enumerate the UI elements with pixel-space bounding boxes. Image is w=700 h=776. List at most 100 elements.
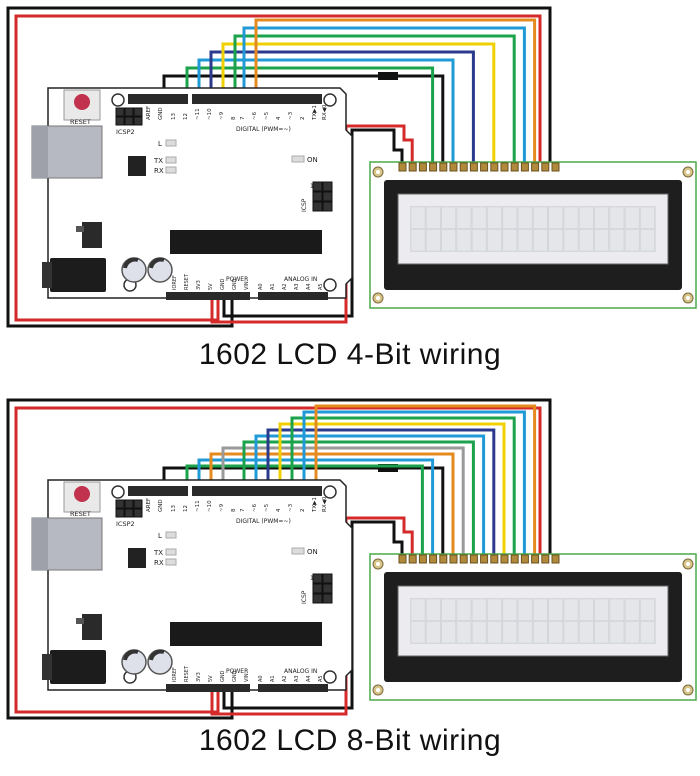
lcd-char-cell <box>487 598 502 621</box>
on-label: ON <box>307 548 318 556</box>
mounting-hole <box>323 93 337 107</box>
analog-pin-label: A4 <box>306 283 312 290</box>
digital-pin-label: TX▶1 <box>312 497 318 513</box>
wire-5v-lcd <box>210 516 414 716</box>
lcd-char-cell <box>609 621 625 644</box>
analog-pin-label: A2 <box>282 283 288 290</box>
icsp2-pin <box>115 508 125 518</box>
icsp-pin <box>322 201 333 212</box>
wire-data-2 <box>209 452 455 557</box>
l-led <box>165 531 177 539</box>
lcd-char-cell <box>410 229 426 252</box>
lcd-header-pin <box>459 554 468 564</box>
microcontroller-chip <box>170 622 322 646</box>
lcd-char-cell <box>578 598 594 621</box>
power-pin-label: GND <box>232 278 238 290</box>
lcd-char-cell <box>578 229 594 252</box>
usb-connector-edge <box>32 518 48 570</box>
caption-4bit: 1602 LCD 4-Bit wiring <box>198 338 502 371</box>
capacitor-mark <box>149 649 165 661</box>
wire-data-7 <box>278 422 506 557</box>
power-pin-label: IOREF <box>172 667 178 682</box>
lcd-char-cell <box>624 206 640 229</box>
lcd-char-cell <box>410 598 426 621</box>
analog-pin-label: A0 <box>258 283 264 290</box>
lcd-char-cell <box>425 598 441 621</box>
power-pin-label: 3V3 <box>196 672 202 682</box>
reset-button-icon <box>74 486 90 502</box>
capacitor-mark <box>123 257 139 269</box>
lcd-mount-hole-center <box>376 296 380 300</box>
wire-5v-outer <box>14 14 542 322</box>
lcd-mount-hole-center <box>686 688 690 692</box>
icsp2-pin <box>115 107 125 117</box>
lcd-mount-hole-center <box>686 296 690 300</box>
wire-data-4 <box>233 34 516 165</box>
lcd-char-cell <box>441 229 456 252</box>
lcd-char-cell <box>624 598 640 621</box>
capacitor <box>121 649 147 675</box>
resistor-plug <box>378 464 398 472</box>
power-pin-label: 5V <box>208 283 214 290</box>
icsp2-pin <box>124 508 134 518</box>
digital-header-right <box>192 486 322 496</box>
power-pin-label: GND <box>232 670 238 682</box>
digital-pin-label: 12 <box>183 113 189 120</box>
digital-pin-label: AREF <box>146 106 152 120</box>
power-jack-lip <box>42 262 52 288</box>
lcd-char-cell <box>456 229 472 252</box>
rx-led <box>165 166 177 174</box>
icsp2-pin <box>115 499 125 509</box>
power-header <box>166 292 250 300</box>
icsp-num: 1 <box>310 575 314 582</box>
digital-pin-label: 7 <box>240 116 246 120</box>
icsp2-pin <box>115 116 125 126</box>
digital-label: DIGITAL (PWM=~) <box>236 126 291 133</box>
lcd-char-cell <box>624 229 640 252</box>
lcd-char-cell <box>563 598 579 621</box>
wire-data-1 <box>197 58 455 165</box>
capacitor <box>121 257 147 283</box>
lcd-char-cell <box>533 621 548 644</box>
icsp-label: ICSP <box>301 590 308 604</box>
on-led <box>291 547 305 555</box>
lcd-char-cell <box>502 621 518 644</box>
rx-label: RX <box>154 559 164 567</box>
wire-data-6 <box>266 428 496 557</box>
lcd-header-pin <box>541 554 550 564</box>
tx-led <box>165 548 177 556</box>
lcd-char-cell <box>456 621 472 644</box>
on-led <box>291 155 305 163</box>
wire-data-5 <box>254 434 486 557</box>
lcd-char-cell <box>548 621 564 644</box>
analog-pin-label: A4 <box>306 675 312 682</box>
power-label: POWER <box>226 668 248 675</box>
icsp-pin <box>322 583 333 594</box>
lcd-char-cell <box>594 598 609 621</box>
lcd-header-pin <box>449 162 458 172</box>
lcd-char-cell <box>502 229 518 252</box>
lcd-header-pin <box>531 554 540 564</box>
lcd-header-pin <box>531 162 540 172</box>
analog-label: ANALOG IN <box>284 276 317 283</box>
lcd-header-pin <box>439 554 448 564</box>
lcd-mount-hole-center <box>376 562 380 566</box>
wire-data-8 <box>290 416 516 557</box>
digital-pin-label: ~10 <box>207 500 213 512</box>
lcd-header-pin <box>418 162 427 172</box>
mounting-hole <box>323 670 337 684</box>
icsp2-pin <box>124 116 134 126</box>
resistor-plug <box>378 72 398 80</box>
lcd-char-cell <box>533 229 548 252</box>
digital-pin-label: ~10 <box>207 108 213 120</box>
digital-pin-label: ~6 <box>252 503 258 512</box>
mounting-hole <box>111 93 125 107</box>
digital-pin-label: ~3 <box>288 111 294 120</box>
icsp2-pin <box>133 508 143 518</box>
lcd-char-cell <box>441 598 456 621</box>
rx-led <box>165 558 177 566</box>
digital-pin-label: ~5 <box>264 503 270 512</box>
digital-pin-label: 7 <box>240 508 246 512</box>
lcd-char-cell <box>487 206 502 229</box>
